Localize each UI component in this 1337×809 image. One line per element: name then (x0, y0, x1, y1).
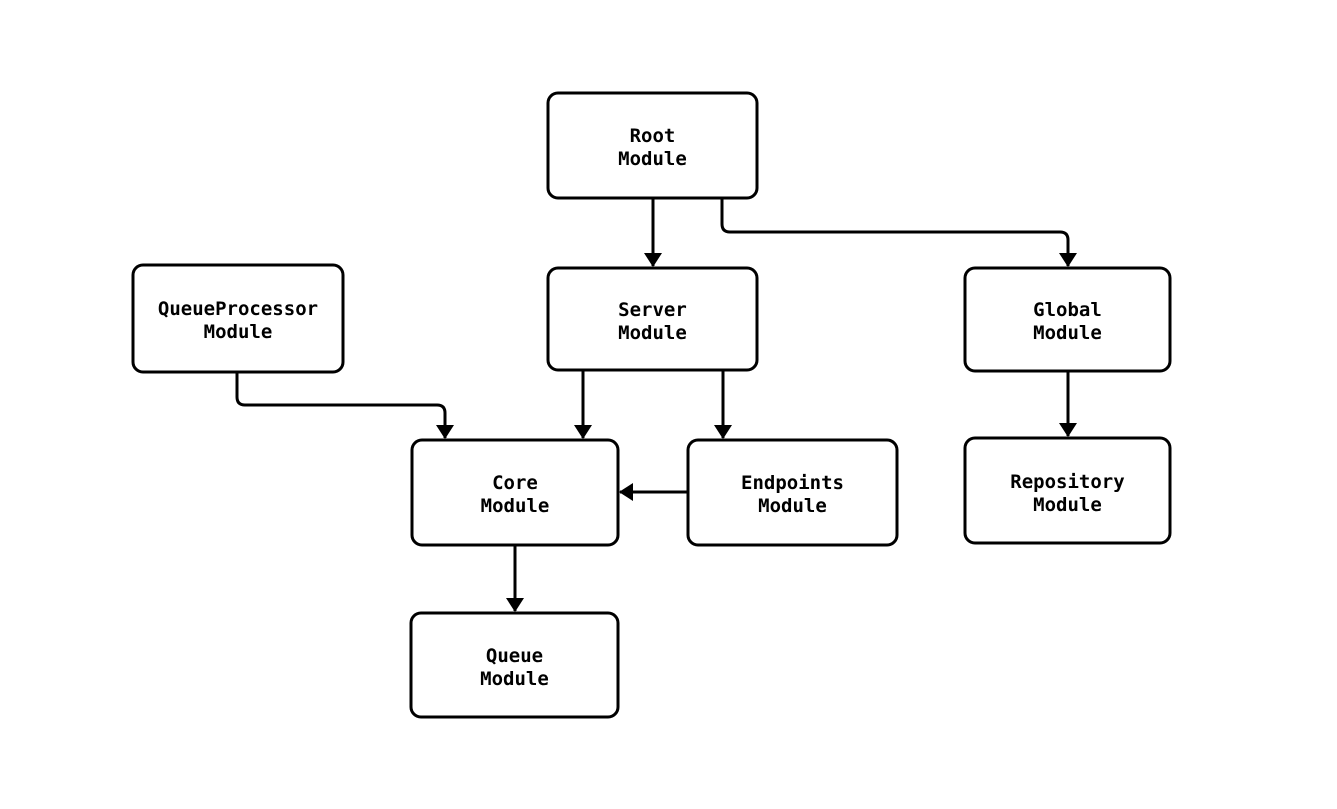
node-global-module: Global Module (963, 266, 1172, 373)
node-endpoints-module-label-line1: Endpoints (741, 472, 844, 494)
node-queue-module: Queue Module (409, 611, 620, 719)
node-server-module-label-line1: Server (618, 299, 687, 321)
node-repository-module-label-line2: Module (1033, 494, 1102, 516)
node-queueprocessor-module-label-line1: QueueProcessor (158, 298, 318, 320)
edge-queueprocessor-to-core (235, 372, 454, 439)
node-queue-module-box (409, 611, 620, 719)
node-endpoints-module: Endpoints Module (686, 438, 899, 547)
node-root-module-label-line2: Module (618, 148, 687, 170)
node-global-module-label-line1: Global (1033, 299, 1102, 321)
node-core-module: Core Module (410, 438, 620, 547)
node-queueprocessor-module-box (131, 263, 345, 374)
edge-root-to-global (720, 198, 1077, 267)
node-global-module-box (963, 266, 1172, 373)
node-queueprocessor-module: QueueProcessor Module (131, 263, 345, 374)
node-queue-module-label-line1: Queue (486, 645, 543, 667)
node-endpoints-module-label-line2: Module (758, 495, 827, 517)
node-root-module: Root Module (546, 91, 759, 200)
node-root-module-box (546, 91, 759, 200)
node-repository-module-box (963, 436, 1172, 545)
node-root-module-label-line1: Root (630, 125, 676, 147)
node-endpoints-module-box (686, 438, 899, 547)
node-core-module-box (410, 438, 620, 547)
node-repository-module: Repository Module (963, 436, 1172, 545)
node-queueprocessor-module-label-line2: Module (204, 321, 273, 343)
node-repository-module-label-line1: Repository (1010, 471, 1124, 493)
node-queue-module-label-line2: Module (480, 668, 549, 690)
node-core-module-label-line1: Core (492, 472, 538, 494)
node-global-module-label-line2: Module (1033, 322, 1102, 344)
node-core-module-label-line2: Module (481, 495, 550, 517)
node-server-module-box (546, 266, 759, 372)
node-server-module: Server Module (546, 266, 759, 372)
node-server-module-label-line2: Module (618, 322, 687, 344)
